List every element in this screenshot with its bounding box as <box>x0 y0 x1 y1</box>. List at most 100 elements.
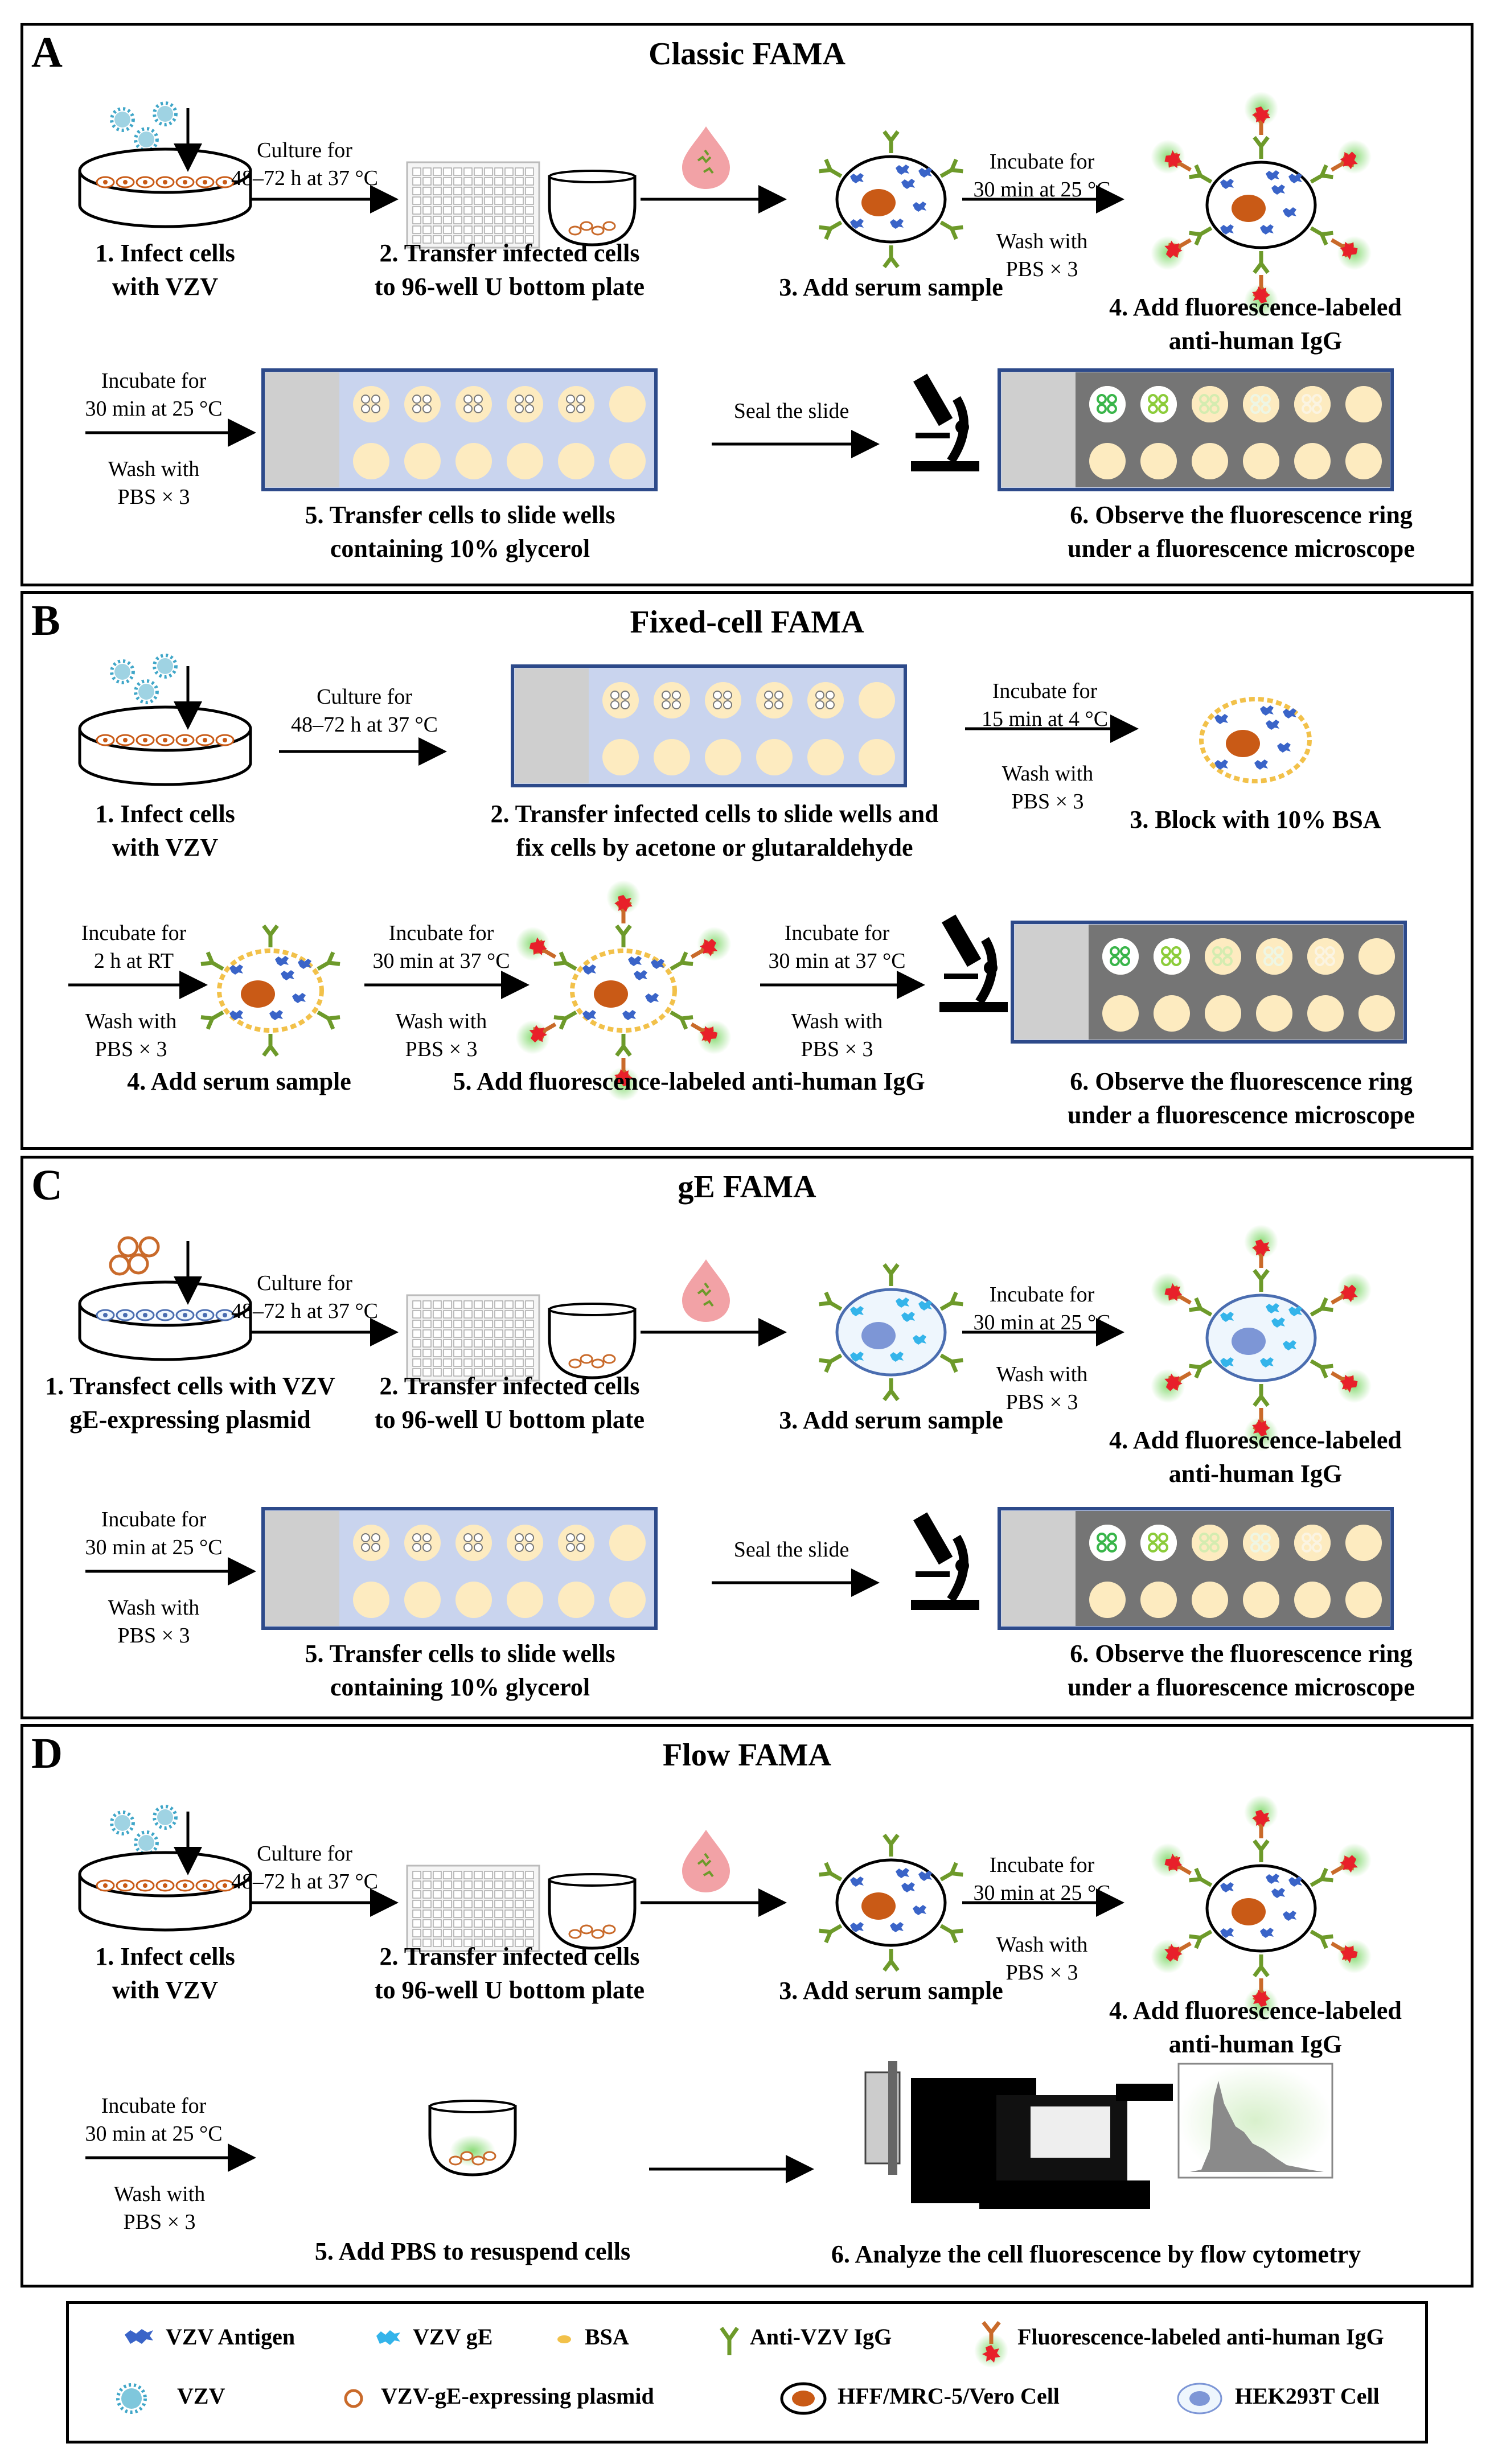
fluorescence-labeled-igg-icon <box>974 2321 1008 2368</box>
vzv-particle <box>138 132 154 147</box>
96-well-plate <box>406 161 540 249</box>
antibody <box>819 158 843 178</box>
slide-well <box>705 739 741 775</box>
fluorescent-antibody <box>1244 1408 1278 1451</box>
slide-well <box>1192 1582 1228 1618</box>
antibody <box>819 1291 843 1311</box>
legend-vzv: VZV <box>177 2383 225 2409</box>
antibody <box>1253 1268 1270 1292</box>
antibody <box>1253 251 1270 274</box>
slide-well <box>609 1525 646 1561</box>
slide-well <box>507 1582 543 1618</box>
antibody <box>553 1010 577 1030</box>
fluorescence-slide <box>998 368 1394 491</box>
slide-well <box>1154 995 1190 1032</box>
legend-vzv-antigen: VZV Antigen <box>166 2324 295 2350</box>
slide-well <box>705 682 741 718</box>
slide-well <box>404 443 441 479</box>
seal-note: Seal the slide <box>733 1538 849 1562</box>
fluorescent-antibody <box>606 1058 641 1101</box>
fluorescent-antibody <box>1331 139 1372 174</box>
antibody <box>883 1378 900 1402</box>
antibody <box>200 1010 224 1030</box>
panel-d: D Flow FAMA <box>20 1724 1474 2288</box>
plasmid <box>128 1253 149 1275</box>
fluorescent-antibody <box>1151 139 1192 174</box>
antibody <box>615 1034 632 1057</box>
antibody <box>670 951 693 971</box>
vzv-particle <box>138 684 154 700</box>
panel-b: B Fixed-cell FAMA <box>20 591 1474 1150</box>
antibody <box>1310 1359 1333 1379</box>
antibody <box>317 1010 340 1030</box>
vzv-particle <box>157 658 173 674</box>
antibody <box>819 220 843 240</box>
hek293t-cell-icon <box>1177 2383 1222 2414</box>
vzv-particle <box>114 1815 130 1831</box>
step-5-caption: 5. Add PBS to resuspend cells <box>314 2237 631 2265</box>
microscope-icon <box>911 1512 979 1610</box>
plasmid <box>117 1236 139 1258</box>
fluorescent-antibody <box>1331 1843 1372 1878</box>
dish <box>78 147 252 228</box>
dish <box>78 1851 252 1932</box>
antibody <box>939 1924 963 1944</box>
step-5-caption: 5. Add fluorescence-labeled anti-human I… <box>453 1067 925 1095</box>
vzv-particle <box>114 664 130 680</box>
slide-well <box>609 386 646 422</box>
slide-well <box>756 739 793 775</box>
microscope-icon <box>911 373 979 471</box>
antibody <box>819 1862 843 1882</box>
step-3-caption: 3. Block with 10% BSA <box>1130 806 1381 833</box>
slide-well <box>1345 386 1382 422</box>
antibody <box>1310 1297 1333 1317</box>
histogram-icon <box>1177 2063 1333 2179</box>
u-bottom-well <box>548 170 637 247</box>
plasmid-icon <box>344 2389 363 2408</box>
antibody <box>939 1862 963 1882</box>
slide-well <box>654 739 690 775</box>
fluorescent-antibody <box>1151 236 1192 270</box>
slide-well <box>1102 995 1139 1032</box>
slide-well <box>602 739 639 775</box>
virus-group <box>110 101 178 152</box>
antibody <box>200 951 224 971</box>
slide-well <box>353 1525 389 1561</box>
dish <box>78 1280 252 1361</box>
u-bottom-well <box>548 1303 637 1379</box>
antibody <box>939 1353 963 1373</box>
fluorescent-antibody <box>690 927 732 961</box>
seal-note: Seal the slide <box>733 399 849 423</box>
slide-well <box>807 739 844 775</box>
antibody <box>939 158 963 178</box>
fluorescent-antibody <box>606 880 641 923</box>
vzv-particle <box>157 1809 173 1825</box>
glycerol-slide <box>261 1507 658 1630</box>
anti-vzv-igg-icon <box>720 2326 739 2355</box>
slide-well <box>455 1582 492 1618</box>
cell-with-fluorescent-antibody <box>1151 92 1372 318</box>
panel-label: B <box>31 597 60 644</box>
serum-drop <box>682 1259 730 1322</box>
antibody <box>819 1924 843 1944</box>
step-4-caption: 4. Add serum sample <box>127 1067 351 1095</box>
slide-well <box>1307 995 1344 1032</box>
plasmid-group <box>109 1236 160 1276</box>
antibody <box>1310 1867 1333 1887</box>
slide-well <box>1358 938 1395 975</box>
slide-well <box>1192 443 1228 479</box>
